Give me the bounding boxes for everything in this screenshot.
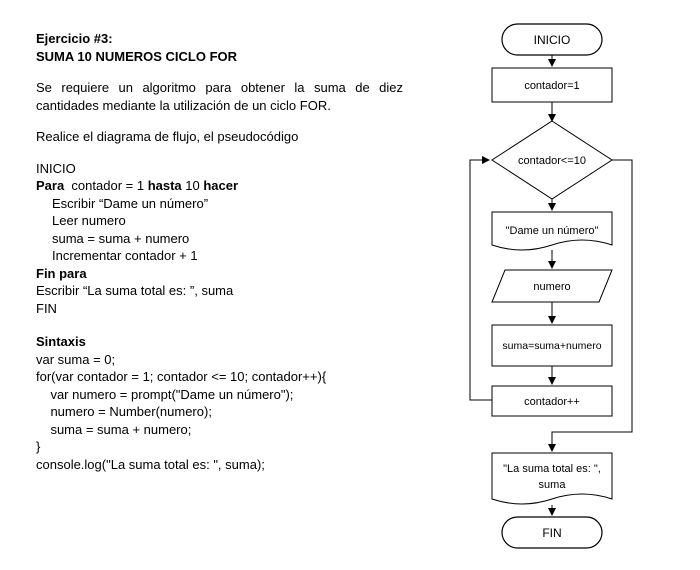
pseudo-inicio: INICIO xyxy=(36,160,76,176)
code-line: } xyxy=(36,439,41,454)
pseudo-para-num: 10 xyxy=(181,178,204,193)
pseudo-body-line: Escribir “Dame un número” xyxy=(52,195,209,211)
flow-start-label: INICIO xyxy=(534,33,571,47)
pseudo-fin: FIN xyxy=(36,300,57,316)
flow-input-label: numero xyxy=(533,281,570,293)
flow-output-label-2: suma xyxy=(539,479,567,491)
flow-init-label: contador=1 xyxy=(524,80,579,92)
exit-arrow xyxy=(548,159,633,452)
pseudo-hasta-keyword: hasta xyxy=(147,178,182,193)
pseudo-body-line: suma = suma + numero xyxy=(52,230,190,246)
syntax-heading: Sintaxis xyxy=(36,334,86,349)
flow-sum-label: suma=suma+numero xyxy=(502,340,601,352)
instruction: Realice el diagrama de flujo, el pseudoc… xyxy=(36,129,299,144)
pseudocode-block: INICIO Para contador = 1 hasta 10 hacer … xyxy=(36,160,456,318)
exercise-title: Ejercicio #3: xyxy=(36,31,113,46)
pseudo-fin-para: Fin para xyxy=(36,265,87,281)
pseudo-body-line: Leer numero xyxy=(52,213,126,228)
pseudo-para-line: Para contador = 1 hasta 10 hacer xyxy=(36,177,456,195)
flow-end: FIN xyxy=(501,516,603,549)
description-line-1: Se requiere un algoritmo para obtener la… xyxy=(36,80,403,95)
pseudo-para-mid: contador = 1 xyxy=(64,178,148,193)
pseudo-body-line: Incrementar contador + 1 xyxy=(52,248,198,263)
flow-prompt-label: "Dame un número" xyxy=(506,225,599,237)
description-line-2: cantidades mediante la utilización de un… xyxy=(36,97,331,113)
code-line: var numero = prompt("Dame un número"); xyxy=(36,386,294,402)
flow-condition-label: contador<=10 xyxy=(518,155,586,167)
pseudo-escribir: Escribir “La suma total es: ”, suma xyxy=(36,283,234,298)
flow-init-process: contador=1 xyxy=(491,67,613,103)
pseudo-hacer-keyword: hacer xyxy=(203,178,239,193)
flow-output-label-1: "La suma total es: ", xyxy=(503,463,601,475)
code-line: var suma = 0; xyxy=(36,351,116,367)
flow-sum-process: suma=suma+numero xyxy=(491,324,613,367)
flow-increment-label: contador++ xyxy=(524,396,580,408)
code-line: for(var contador = 1; contador <= 10; co… xyxy=(36,369,327,384)
flow-input: numero xyxy=(491,269,613,303)
flow-increment-process: contador++ xyxy=(491,385,613,417)
code-line: suma = suma + numero; xyxy=(36,421,192,437)
exercise-text: Ejercicio #3: SUMA 10 NUMEROS CICLO FOR … xyxy=(36,30,456,473)
flow-condition: contador<=10 xyxy=(491,120,613,200)
code-line: console.log("La suma total es: ", suma); xyxy=(36,456,265,472)
flow-start: INICIO xyxy=(501,23,603,56)
flow-prompt-display: "Dame un número" xyxy=(491,211,613,251)
flow-end-label: FIN xyxy=(542,526,561,540)
pseudo-para-keyword: Para xyxy=(36,178,65,193)
code-line: numero = Number(numero); xyxy=(36,404,212,419)
syntax-block: Sintaxis var suma = 0; for(var contador … xyxy=(36,333,456,473)
loop-back-arrow xyxy=(469,156,492,401)
flow-connectors xyxy=(469,55,633,516)
flow-output-display: "La suma total es: ", suma xyxy=(491,452,613,505)
exercise-subtitle: SUMA 10 NUMEROS CICLO FOR xyxy=(36,48,238,64)
